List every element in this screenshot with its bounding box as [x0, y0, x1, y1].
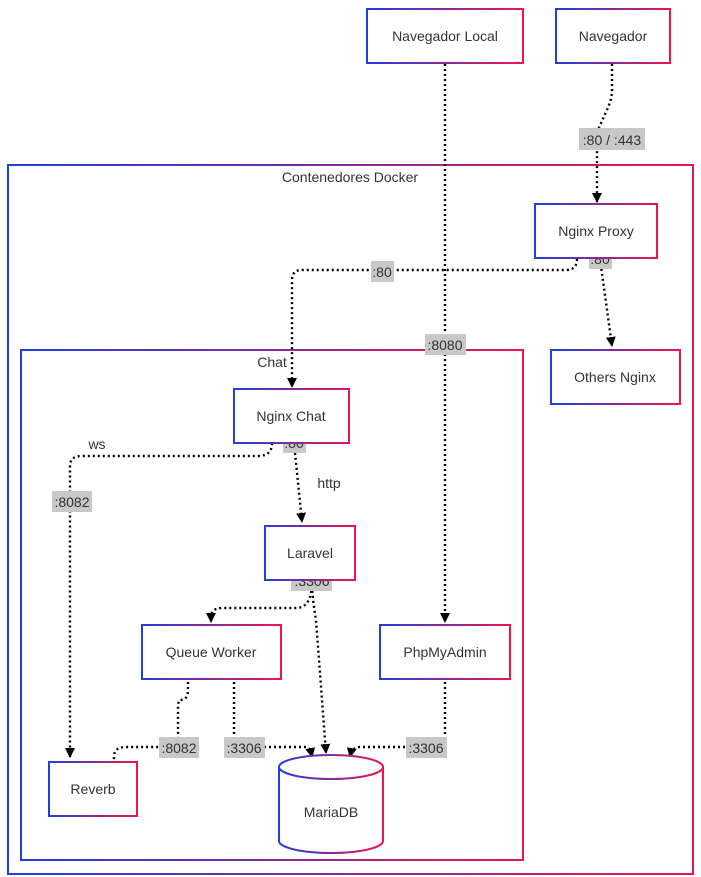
svg-text::3306: :3306 [226, 740, 261, 756]
edge-navegador-to-proxy [592, 64, 614, 203]
edge-label-chat-to-reverb: :8082 [52, 491, 92, 512]
svg-text::80: :80 [372, 264, 392, 280]
edge-chat-to-laravel [292, 442, 307, 523]
edge-worker-to-reverb [112, 677, 190, 760]
svg-text::8080: :8080 [427, 337, 462, 353]
node-phpmyadmin: PhpMyAdmin [379, 624, 511, 680]
group-chat-title: Chat [257, 354, 287, 370]
node-nginx-chat: Nginx Chat [233, 388, 350, 444]
svg-text:PhpMyAdmin: PhpMyAdmin [403, 644, 486, 660]
svg-text:Nginx Proxy: Nginx Proxy [558, 223, 633, 239]
edge-proxy-to-chat [287, 258, 579, 388]
node-reverb: Reverb [48, 761, 138, 817]
node-navegador-local: Navegador Local [366, 8, 524, 64]
node-queue-worker: Queue Worker [141, 624, 282, 680]
http-label: http [317, 475, 341, 491]
group-docker-containers: Contenedores Docker [7, 164, 694, 875]
edge-label-phpmyadmin-to-db: :3306 [406, 737, 447, 758]
group-chat: Chat [20, 349, 524, 861]
svg-text:MariaDB: MariaDB [304, 804, 358, 820]
svg-text:Others Nginx: Others Nginx [574, 369, 656, 385]
edge-label-navegador-to-proxy: :80 / :443 [579, 128, 645, 150]
edge-phpmyadmin-to-db [346, 677, 447, 758]
edge-label-worker-to-reverb: :8082 [159, 737, 199, 758]
svg-text:Nginx Chat: Nginx Chat [256, 408, 325, 424]
edge-label-local-to-phpmyadmin: :8080 [425, 334, 466, 355]
node-navegador: Navegador [555, 8, 671, 64]
edge-worker-to-db [232, 677, 316, 758]
ws-label: ws [87, 436, 105, 452]
edge-label-worker-to-db: :3306 [224, 737, 265, 758]
edge-label-proxy-to-chat: :80 [371, 261, 394, 282]
edges [65, 64, 616, 760]
node-laravel: Laravel [264, 525, 356, 581]
node-nginx-proxy: Nginx Proxy [534, 203, 658, 259]
edge-proxy-to-others [598, 258, 616, 347]
svg-text:Navegador Local: Navegador Local [392, 28, 498, 44]
group-docker-title: Contenedores Docker [282, 169, 419, 185]
svg-text::8082: :8082 [54, 494, 89, 510]
edge-chat-to-reverb [65, 442, 274, 758]
svg-text:Laravel: Laravel [287, 545, 333, 561]
node-mariadb-cylinder: MariaDB [278, 754, 384, 854]
svg-text:Reverb: Reverb [70, 781, 115, 797]
svg-text::80 / :443: :80 / :443 [583, 132, 642, 148]
edge-laravel-to-db [310, 580, 331, 754]
svg-text:Navegador: Navegador [579, 28, 648, 44]
node-others-nginx: Others Nginx [550, 349, 681, 405]
svg-text:Queue Worker: Queue Worker [166, 644, 257, 660]
svg-text::3306: :3306 [408, 740, 443, 756]
svg-text::8082: :8082 [161, 740, 196, 756]
